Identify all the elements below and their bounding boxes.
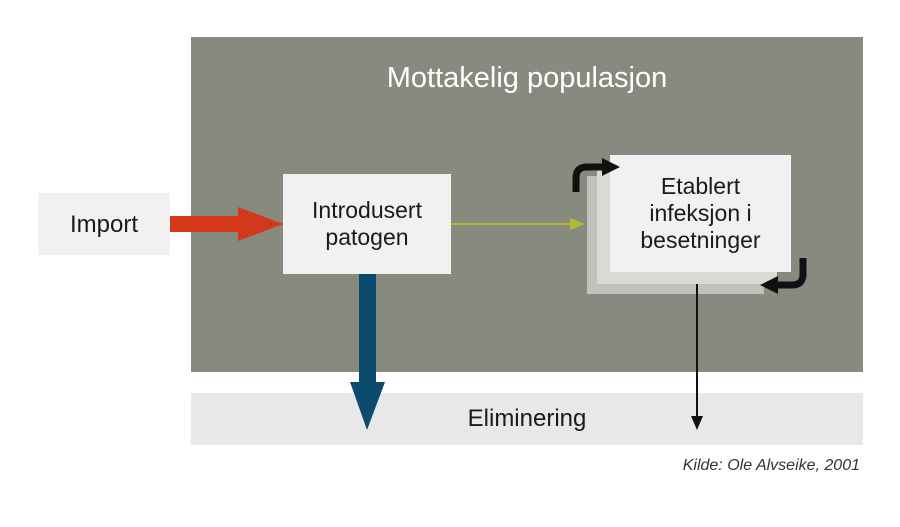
elimination-bar: Eliminering (191, 393, 863, 445)
loop-arrow-bottom-right (760, 258, 807, 294)
introduced-label-line-1: Introdusert (312, 197, 422, 223)
elimination-label: Eliminering (467, 405, 587, 432)
introduced-pathogen-box: Introdusert patogen (283, 174, 451, 274)
established-infection-box: Etablert infeksjon i besetninger (610, 155, 791, 272)
import-label: Import (69, 210, 138, 238)
introduced-label-line-2: patogen (325, 224, 409, 250)
established-label-line-2: infeksjon i (649, 200, 752, 226)
established-label-line-1: Etablert (660, 173, 741, 199)
import-box: Import (38, 193, 170, 255)
established-label-line-3: besetninger (640, 227, 761, 253)
population-title: Mottakelig populasjon (386, 62, 668, 94)
import-arrow (170, 207, 283, 241)
spread-arrow (451, 218, 585, 230)
loop-arrow-top-left (572, 158, 620, 192)
elimination-arrow (350, 274, 385, 430)
source-credit: Kilde: Ole Alvseike, 2001 (682, 457, 860, 474)
established-to-elimination-arrow (691, 284, 703, 430)
